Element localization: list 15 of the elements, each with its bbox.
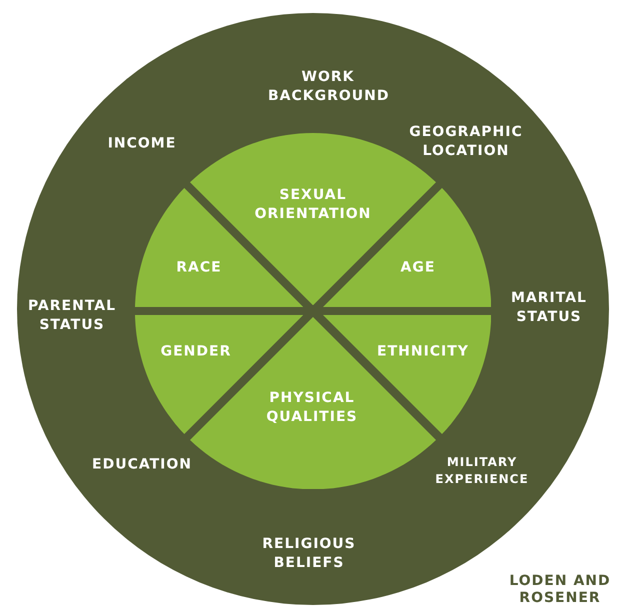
ring-label: GEOGRAPHIC LOCATION xyxy=(408,123,524,161)
ring-label: PARENTAL STATUS xyxy=(26,297,118,335)
segment-label: GENDER xyxy=(160,342,232,362)
segment-label: SEXUAL ORIENTATION xyxy=(254,186,372,224)
segment-label: ETHNICITY xyxy=(376,342,470,362)
credit-text: LODEN AND ROSENER xyxy=(508,573,612,607)
segment-label: AGE xyxy=(400,258,436,278)
segment-label: PHYSICAL QUALITIES xyxy=(265,388,359,427)
ring-label: WORK BACKGROUND xyxy=(268,68,388,106)
ring-label: INCOME xyxy=(106,134,178,154)
segment-label: RACE xyxy=(175,258,223,278)
ring-label: EDUCATION xyxy=(91,456,193,474)
ring-label: RELIGIOUS BELIEFS xyxy=(261,535,357,573)
ring-label: MARITAL STATUS xyxy=(510,289,588,327)
ring-label: MILITARY EXPERIENCE xyxy=(434,454,530,488)
